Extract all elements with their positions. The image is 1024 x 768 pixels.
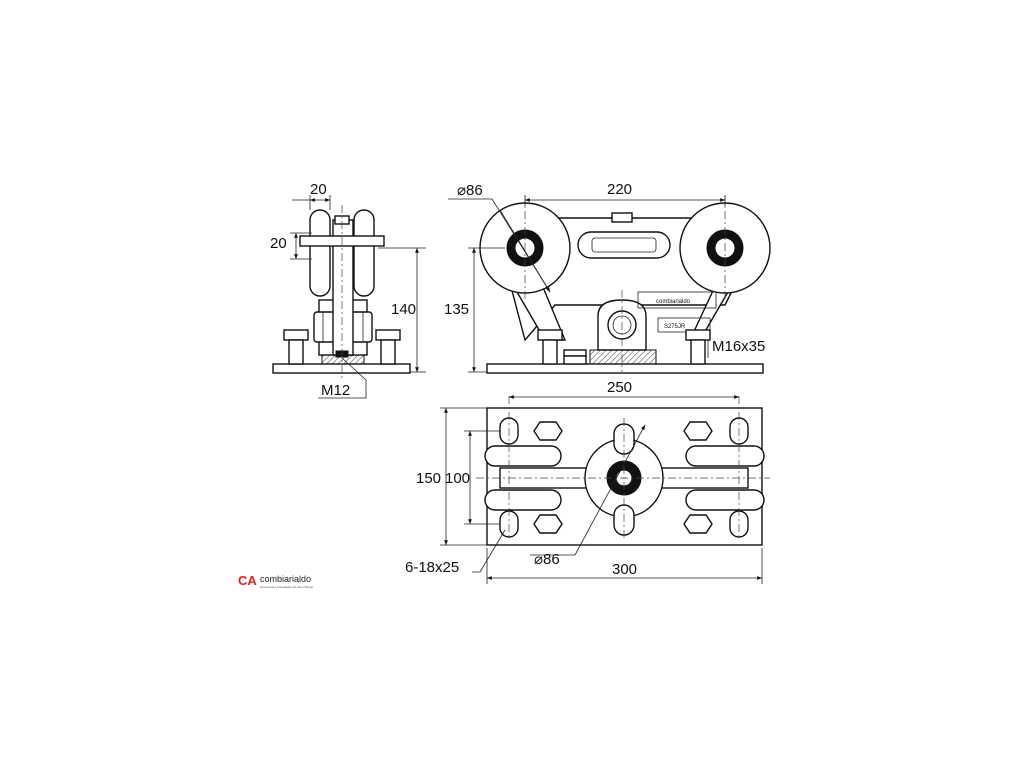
front-weld bbox=[589, 349, 657, 365]
plan-dim-center-diameter: ⌀86 bbox=[534, 551, 560, 568]
front-dim-wheel-centers: 220 bbox=[607, 181, 632, 198]
front-slot bbox=[577, 231, 671, 259]
side-wheel-right bbox=[353, 209, 375, 297]
side-base-plate bbox=[272, 363, 411, 374]
side-dim-bolt: M12 bbox=[321, 382, 350, 399]
plan-flange-left-bottom bbox=[484, 489, 562, 511]
front-base-plate bbox=[486, 363, 764, 374]
plan-dim-slot-depth: 100 bbox=[445, 470, 470, 487]
front-bolt-left bbox=[537, 329, 563, 365]
front-top-bolt bbox=[611, 212, 633, 223]
plan-dim-plate-length: 300 bbox=[612, 561, 637, 578]
side-dim-groove: 20 bbox=[270, 235, 287, 252]
side-wheel-left bbox=[309, 209, 331, 297]
plan-hex-bolts bbox=[533, 421, 713, 534]
brand-logo: CA combiarialdo accessories & hardware f… bbox=[238, 573, 314, 589]
front-dim-wheel-diameter: ⌀86 bbox=[457, 182, 483, 199]
plan-view: 250 150 100 6-18x25 ⌀86 300 bbox=[405, 379, 770, 584]
plan-flange-right-bottom bbox=[685, 489, 765, 511]
logo-name: combiarialdo bbox=[260, 574, 311, 584]
front-brand-plate bbox=[637, 291, 717, 309]
side-bolt-left bbox=[283, 329, 309, 365]
front-dim-axle-height: 135 bbox=[444, 301, 469, 318]
front-view: combiarialdo S275JR 220 ⌀86 135 bbox=[444, 181, 771, 374]
side-view: 20 20 140 M12 bbox=[270, 181, 426, 399]
side-bolt-right bbox=[375, 329, 401, 365]
plan-flange-right-top bbox=[685, 445, 765, 467]
logo-tagline: accessories & hardware for steel fitting… bbox=[260, 585, 314, 589]
side-dim-height: 140 bbox=[391, 301, 416, 318]
plan-dim-slot-spacing: 250 bbox=[607, 379, 632, 396]
front-brand-text: combiarialdo bbox=[656, 299, 691, 305]
front-model-code: S275JR bbox=[664, 324, 686, 330]
front-bolt-right bbox=[685, 329, 711, 365]
logo-mark: CA bbox=[238, 573, 257, 588]
plan-flange-left-top bbox=[484, 445, 562, 467]
plan-dim-slots: 6-18x25 bbox=[405, 559, 459, 576]
front-model-plate bbox=[657, 317, 711, 333]
front-nut-stack bbox=[563, 349, 587, 365]
plan-dim-plate-depth: 150 bbox=[416, 470, 441, 487]
front-dim-bolt: M16x35 bbox=[712, 338, 765, 355]
side-dim-wheel-width: 20 bbox=[310, 181, 327, 198]
